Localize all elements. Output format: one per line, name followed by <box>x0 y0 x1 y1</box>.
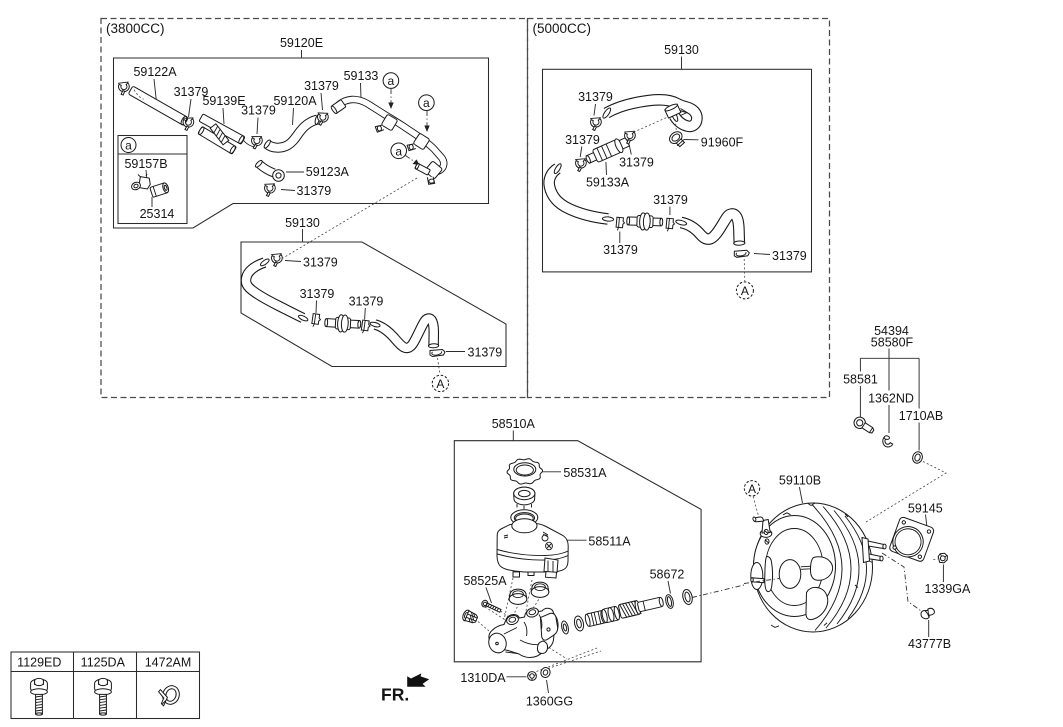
svg-text:1710AB: 1710AB <box>899 409 943 423</box>
svg-text:31379: 31379 <box>565 133 600 147</box>
svg-text:31379: 31379 <box>349 295 384 309</box>
svg-text:a: a <box>388 74 395 88</box>
svg-text:58510A: 58510A <box>492 417 536 431</box>
svg-text:31379: 31379 <box>304 79 339 93</box>
svg-text:54394: 54394 <box>874 324 909 338</box>
svg-text:31379: 31379 <box>297 184 332 198</box>
svg-text:59145: 59145 <box>908 502 943 516</box>
svg-text:A: A <box>748 482 756 496</box>
svg-text:a: a <box>125 139 132 153</box>
svg-text:31379: 31379 <box>603 243 638 257</box>
svg-text:a: a <box>423 96 430 110</box>
svg-text:31379: 31379 <box>300 287 335 301</box>
svg-text:59133A: 59133A <box>586 176 630 190</box>
svg-text:1125DA: 1125DA <box>81 656 126 670</box>
svg-text:58531A: 58531A <box>563 466 607 480</box>
svg-text:31379: 31379 <box>772 249 807 263</box>
svg-text:91960F: 91960F <box>701 136 744 150</box>
svg-text:31379: 31379 <box>653 193 688 207</box>
svg-text:A: A <box>741 284 749 298</box>
svg-text:43777B: 43777B <box>908 637 951 651</box>
svg-text:59123A: 59123A <box>306 165 350 179</box>
svg-text:58511A: 58511A <box>588 535 631 549</box>
svg-text:59133: 59133 <box>344 69 379 83</box>
svg-text:1362ND: 1362ND <box>868 392 914 406</box>
svg-text:1360GG: 1360GG <box>526 695 573 709</box>
svg-text:59120E: 59120E <box>280 36 323 50</box>
svg-text:1339GA: 1339GA <box>925 582 972 596</box>
svg-text:58672: 58672 <box>650 568 685 582</box>
svg-text:A: A <box>436 377 444 391</box>
svg-text:59139E: 59139E <box>202 94 245 108</box>
svg-text:31379: 31379 <box>241 104 276 118</box>
svg-text:31379: 31379 <box>174 85 209 99</box>
svg-text:a: a <box>395 144 402 158</box>
svg-text:59130: 59130 <box>664 43 699 57</box>
svg-text:(5000CC): (5000CC) <box>533 21 592 36</box>
svg-text:58581: 58581 <box>843 373 878 387</box>
svg-text:58525A: 58525A <box>463 574 507 588</box>
svg-text:1310DA: 1310DA <box>460 671 506 685</box>
svg-text:59110B: 59110B <box>779 474 821 488</box>
svg-text:59157B: 59157B <box>124 157 167 171</box>
svg-text:59122A: 59122A <box>133 65 177 79</box>
svg-text:1129ED: 1129ED <box>17 656 61 670</box>
svg-text:25314: 25314 <box>140 207 175 221</box>
svg-text:31379: 31379 <box>303 256 338 270</box>
svg-text:1472AM: 1472AM <box>145 656 192 670</box>
svg-text:59120A: 59120A <box>273 94 317 108</box>
svg-text:31379: 31379 <box>468 346 503 360</box>
svg-text:31379: 31379 <box>578 90 613 104</box>
svg-text:(3800CC): (3800CC) <box>106 21 165 36</box>
svg-text:31379: 31379 <box>619 156 654 170</box>
svg-text:FR.: FR. <box>381 685 409 705</box>
svg-text:59130: 59130 <box>285 216 320 230</box>
svg-text:58580F: 58580F <box>871 336 914 350</box>
